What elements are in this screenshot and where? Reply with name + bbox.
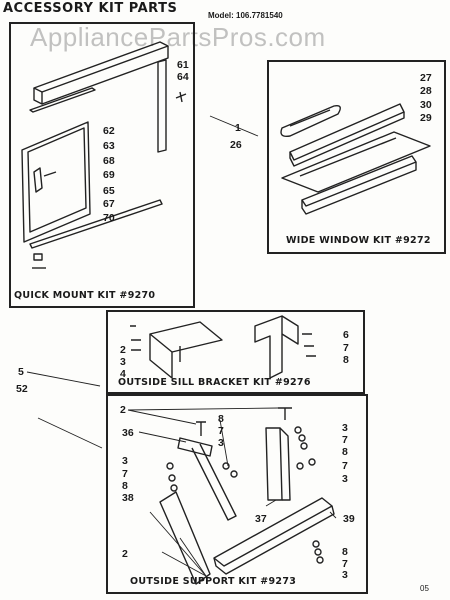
callout: 7 (218, 425, 224, 437)
callout: 2 (120, 344, 126, 356)
callout: 3 (120, 356, 126, 368)
callout: 5 (18, 366, 24, 378)
wide-window-kit-label: WIDE WINDOW KIT #9272 (286, 235, 431, 246)
callout: 36 (122, 427, 134, 439)
callout: 67 (103, 198, 115, 210)
sill-bracket-parts (130, 315, 316, 379)
callout: 6 (343, 329, 349, 341)
callout: 3 (342, 569, 348, 581)
callout: 26 (230, 139, 242, 151)
callout: 2 (120, 404, 126, 416)
support-parts (159, 407, 335, 585)
quick-mount-kit-label: QUICK MOUNT KIT #9270 (14, 290, 156, 301)
footer-code: 05 (420, 584, 429, 593)
page-title: ACCESSORY KIT PARTS (3, 1, 178, 16)
callout: 8 (342, 546, 348, 558)
sill-bracket-kit-box (106, 310, 365, 394)
callout: 63 (103, 140, 115, 152)
callout: 8 (343, 354, 349, 366)
model-number: Model: 106.7781540 (208, 11, 283, 20)
callout: 61 (177, 59, 189, 71)
callout: 3 (218, 437, 224, 449)
callout: 37 (255, 513, 267, 525)
callout: 8 (342, 446, 348, 458)
callout: 30 (420, 99, 432, 111)
callout: 52 (16, 383, 28, 395)
wide-window-kit-box (267, 60, 446, 254)
callout: 1 (235, 122, 241, 134)
callout: 3 (342, 473, 348, 485)
callout: 70 (103, 212, 115, 224)
watermark: AppliancePartsPros.com (30, 22, 326, 52)
callout: 8 (218, 413, 224, 425)
callout: 28 (420, 85, 432, 97)
callout: 7 (122, 468, 128, 480)
callout: 39 (343, 513, 355, 525)
callout: 69 (103, 169, 115, 181)
callout: 68 (103, 155, 115, 167)
support-kit-box (106, 394, 368, 594)
callout: 62 (103, 125, 115, 137)
callout: 4 (120, 368, 126, 380)
leader-lines (26, 115, 337, 577)
callout: 38 (122, 492, 134, 504)
callout: 2 (122, 548, 128, 560)
callout: 3 (342, 422, 348, 434)
wide-window-parts (280, 103, 431, 215)
callout: 7 (342, 434, 348, 446)
callout: 64 (177, 71, 189, 83)
callout: 8 (122, 480, 128, 492)
support-kit-label: OUTSIDE SUPPORT KIT #9273 (130, 576, 297, 587)
callout: 3 (122, 455, 128, 467)
quick-mount-kit-box (9, 22, 195, 308)
callout: 65 (103, 185, 115, 197)
callout: 7 (342, 460, 348, 472)
callout: 27 (420, 72, 432, 84)
callout: 7 (343, 342, 349, 354)
callout: 29 (420, 112, 432, 124)
quick-mount-parts (21, 41, 187, 269)
sill-bracket-kit-label: OUTSIDE SILL BRACKET KIT #9276 (118, 377, 311, 388)
callout: 7 (342, 558, 348, 570)
